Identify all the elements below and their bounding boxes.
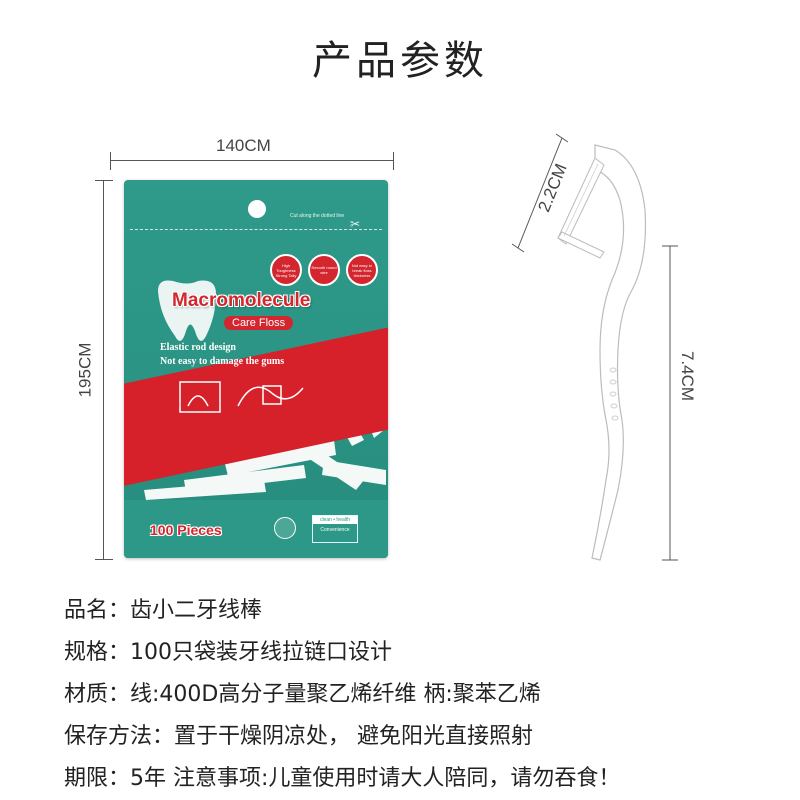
badge-smooth: Smooth round wire [308, 254, 340, 286]
tooth-icon [158, 280, 216, 341]
convenience-label: Convenience [320, 527, 350, 533]
page-title: 产品参数 [312, 38, 488, 84]
clean-health-box: clean • health Convenience [312, 515, 358, 543]
scissors-icon: ✂ [350, 217, 361, 231]
spec-product-name: 品名：齿小二牙线棒 [64, 598, 263, 623]
tagline-1: Elastic rod design [160, 342, 236, 353]
floss-pick-image [511, 133, 678, 561]
sub-brand: Care Floss [224, 316, 294, 330]
hang-hole [248, 200, 266, 218]
tagline-2: Not easy to damage the gums [160, 356, 285, 367]
spec-storage: 保存方法：置于干燥阴凉处， 避免阳光直接照射 [64, 724, 533, 749]
spec-shelf-life: 期限：5年 注意事项:儿童使用时请大人陪同，请勿吞食！ [64, 766, 621, 791]
badge-thickness: Not easy to break floss thickness [346, 254, 378, 286]
spec-size: 规格：100只袋装牙线拉链口设计 [64, 640, 392, 665]
pieces-count: 100 Pieces [150, 522, 222, 538]
brand-name: Macromolecule [172, 290, 311, 311]
height-label: 195CM [75, 342, 95, 398]
seal-icon [274, 517, 296, 539]
cut-text: Cut along the dotted line [290, 213, 345, 219]
width-label: 140CM [216, 136, 271, 155]
package-bottom-panel: 100 Pieces clean • health Convenience [124, 500, 388, 558]
clean-health-label: clean • health [313, 516, 357, 524]
spec-material: 材质：线:400D高分子量聚乙烯纤维 柄:聚苯乙烯 [64, 682, 541, 707]
usage-diagram [179, 381, 304, 413]
cut-line [130, 229, 382, 230]
floss-package-image: Cut along the dotted line ✂ High Toughne… [124, 180, 388, 558]
badge-toughness: High Toughness Strong Tally [270, 254, 302, 286]
pick-length-label: 7.4CM [678, 350, 698, 402]
